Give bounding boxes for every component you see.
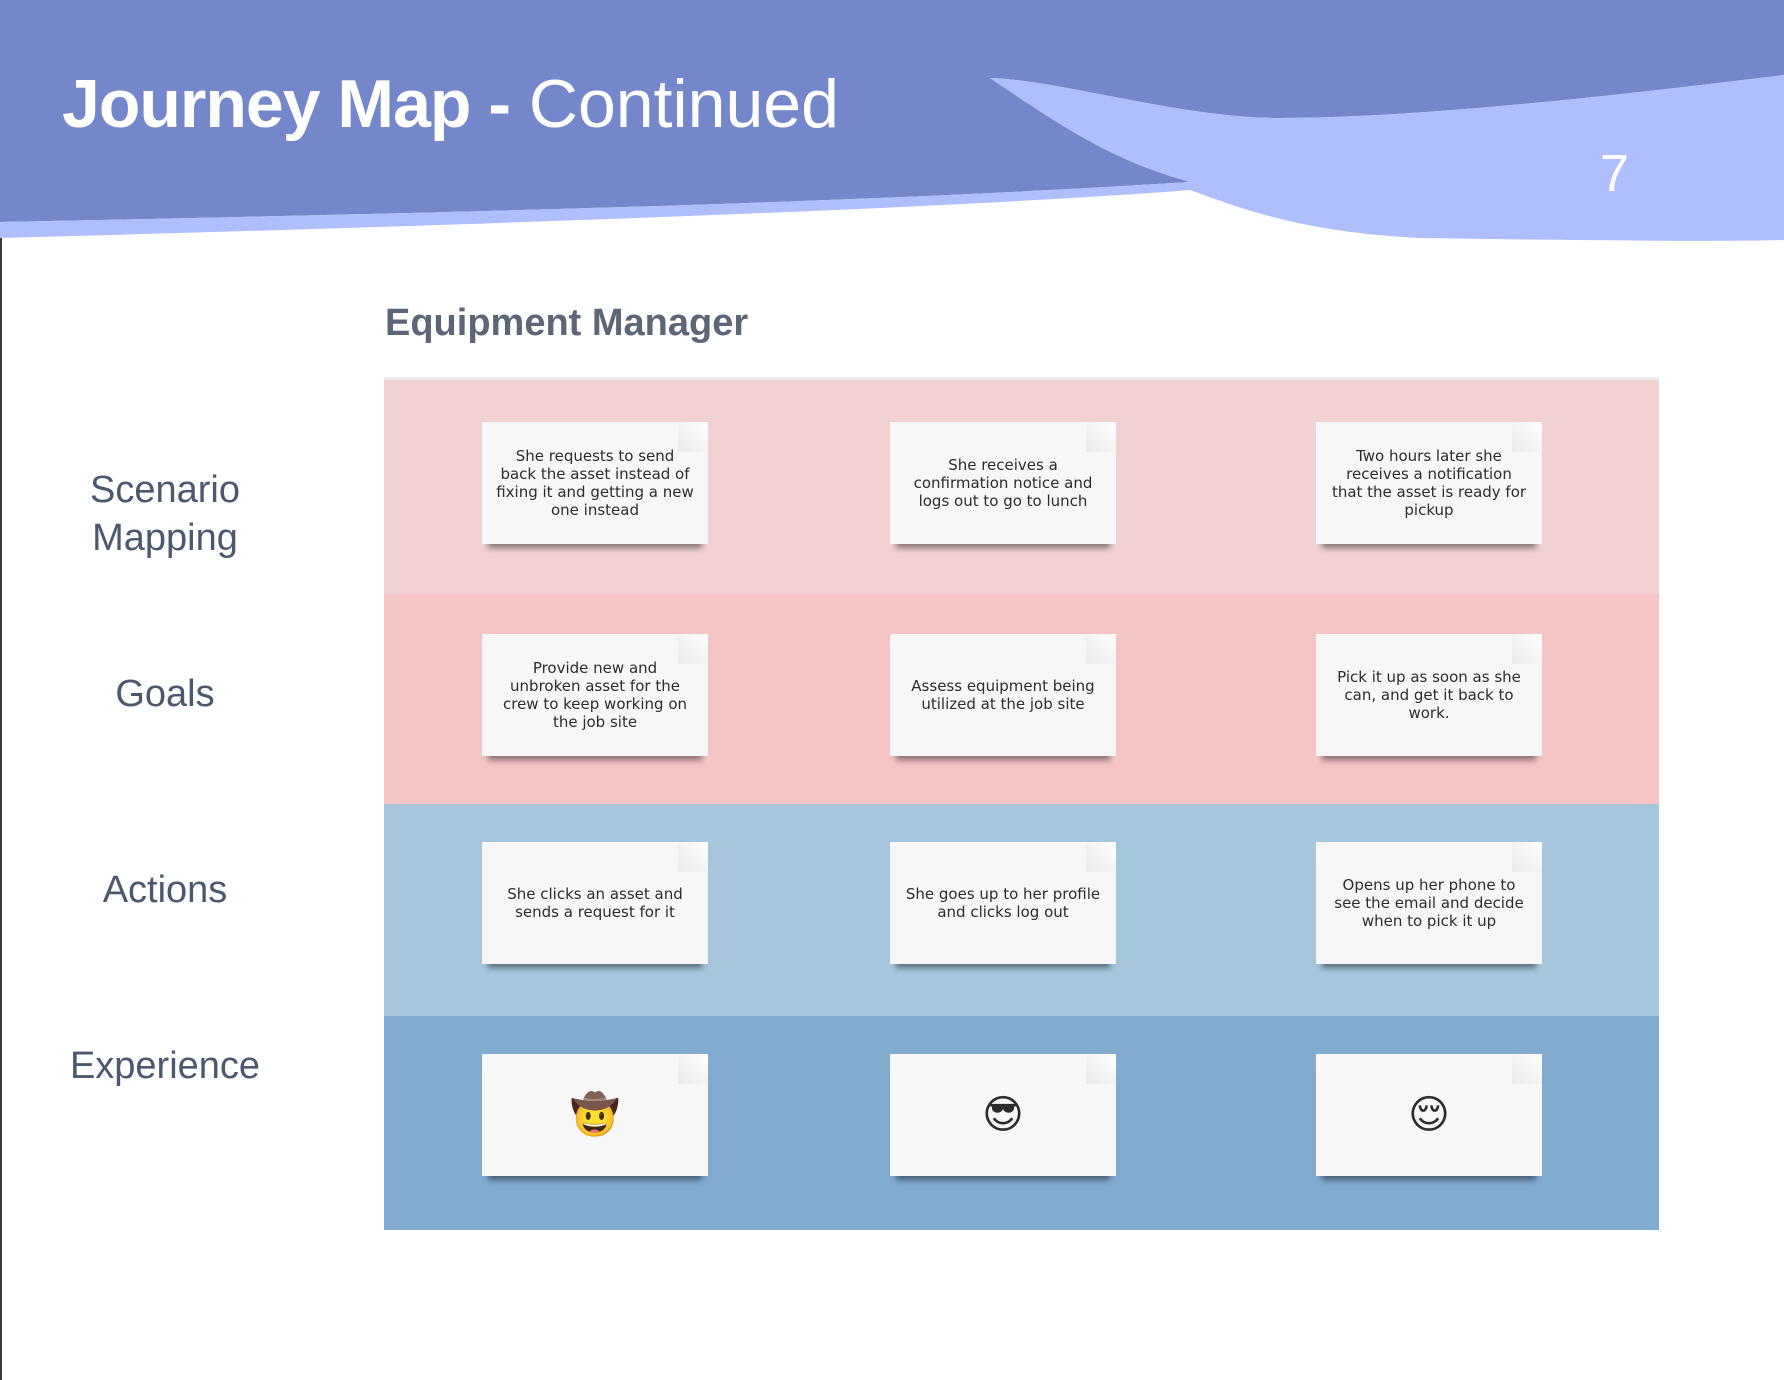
note-text: Two hours later she receives a notificat… bbox=[1331, 447, 1527, 519]
note-fold bbox=[1512, 634, 1542, 664]
sticky-note: She requests to send back the asset inst… bbox=[482, 422, 708, 544]
note-fold bbox=[678, 1054, 708, 1084]
sticky-note: Opens up her phone to see the email and … bbox=[1316, 842, 1542, 964]
title-light: Continued bbox=[528, 66, 839, 142]
header-wave-light bbox=[0, 75, 1784, 241]
note-fold bbox=[678, 842, 708, 872]
sticky-note: She goes up to her profile and clicks lo… bbox=[890, 842, 1116, 964]
note-fold bbox=[678, 634, 708, 664]
sticky-note: Two hours later she receives a notificat… bbox=[1316, 422, 1542, 544]
row-label-experience: Experience bbox=[69, 1045, 261, 1087]
row-label-goals: Goals bbox=[115, 673, 215, 715]
lane-experience: 🤠 😎 😌 bbox=[384, 1016, 1659, 1230]
row-label-scenario-mapping: Scenario Mapping bbox=[90, 469, 240, 559]
note-text: She receives a confirmation notice and l… bbox=[913, 456, 1093, 510]
lane-actions: She clicks an asset and sends a request … bbox=[384, 804, 1659, 1016]
title-bold: Journey Map - bbox=[62, 66, 511, 142]
journey-board: She requests to send back the asset inst… bbox=[384, 380, 1659, 1230]
note-fold bbox=[1086, 422, 1116, 452]
sticky-note: Provide new and unbroken asset for the c… bbox=[482, 634, 708, 756]
note-fold bbox=[1086, 842, 1116, 872]
page-number: 7 bbox=[1600, 145, 1629, 203]
row-label-actions: Actions bbox=[102, 869, 228, 911]
relieved-emoji-icon: 😌 bbox=[1408, 1092, 1450, 1138]
note-fold bbox=[1512, 1054, 1542, 1084]
lane-scenario-mapping: She requests to send back the asset inst… bbox=[384, 380, 1659, 594]
sticky-note: Assess equipment being utilized at the j… bbox=[890, 634, 1116, 756]
header-wave-background bbox=[0, 0, 1784, 241]
note-fold bbox=[1512, 422, 1542, 452]
sticky-note: 😌 bbox=[1316, 1054, 1542, 1176]
note-text: Provide new and unbroken asset for the c… bbox=[502, 659, 688, 731]
slide-title: Journey Map - Continued bbox=[62, 70, 839, 138]
sticky-note: Pick it up as soon as she can, and get i… bbox=[1316, 634, 1542, 756]
note-text: She requests to send back the asset inst… bbox=[496, 447, 694, 519]
lane-goals: Provide new and unbroken asset for the c… bbox=[384, 594, 1659, 804]
note-text: Pick it up as soon as she can, and get i… bbox=[1337, 668, 1521, 722]
sunglasses-emoji-icon: 😎 bbox=[982, 1092, 1024, 1138]
sticky-note: She clicks an asset and sends a request … bbox=[482, 842, 708, 964]
header-band bbox=[0, 0, 1784, 222]
note-fold bbox=[1086, 1054, 1116, 1084]
note-text: Opens up her phone to see the email and … bbox=[1334, 876, 1524, 930]
sticky-note: 🤠 bbox=[482, 1054, 708, 1176]
note-text: Assess equipment being utilized at the j… bbox=[911, 677, 1095, 713]
note-fold bbox=[678, 422, 708, 452]
sticky-note: She receives a confirmation notice and l… bbox=[890, 422, 1116, 544]
note-text: She clicks an asset and sends a request … bbox=[507, 885, 683, 921]
persona-title: Equipment Manager bbox=[385, 302, 749, 344]
cowboy-emoji-icon: 🤠 bbox=[570, 1092, 620, 1138]
sticky-note: 😎 bbox=[890, 1054, 1116, 1176]
note-text: She goes up to her profile and clicks lo… bbox=[905, 885, 1101, 921]
note-fold bbox=[1512, 842, 1542, 872]
note-fold bbox=[1086, 634, 1116, 664]
